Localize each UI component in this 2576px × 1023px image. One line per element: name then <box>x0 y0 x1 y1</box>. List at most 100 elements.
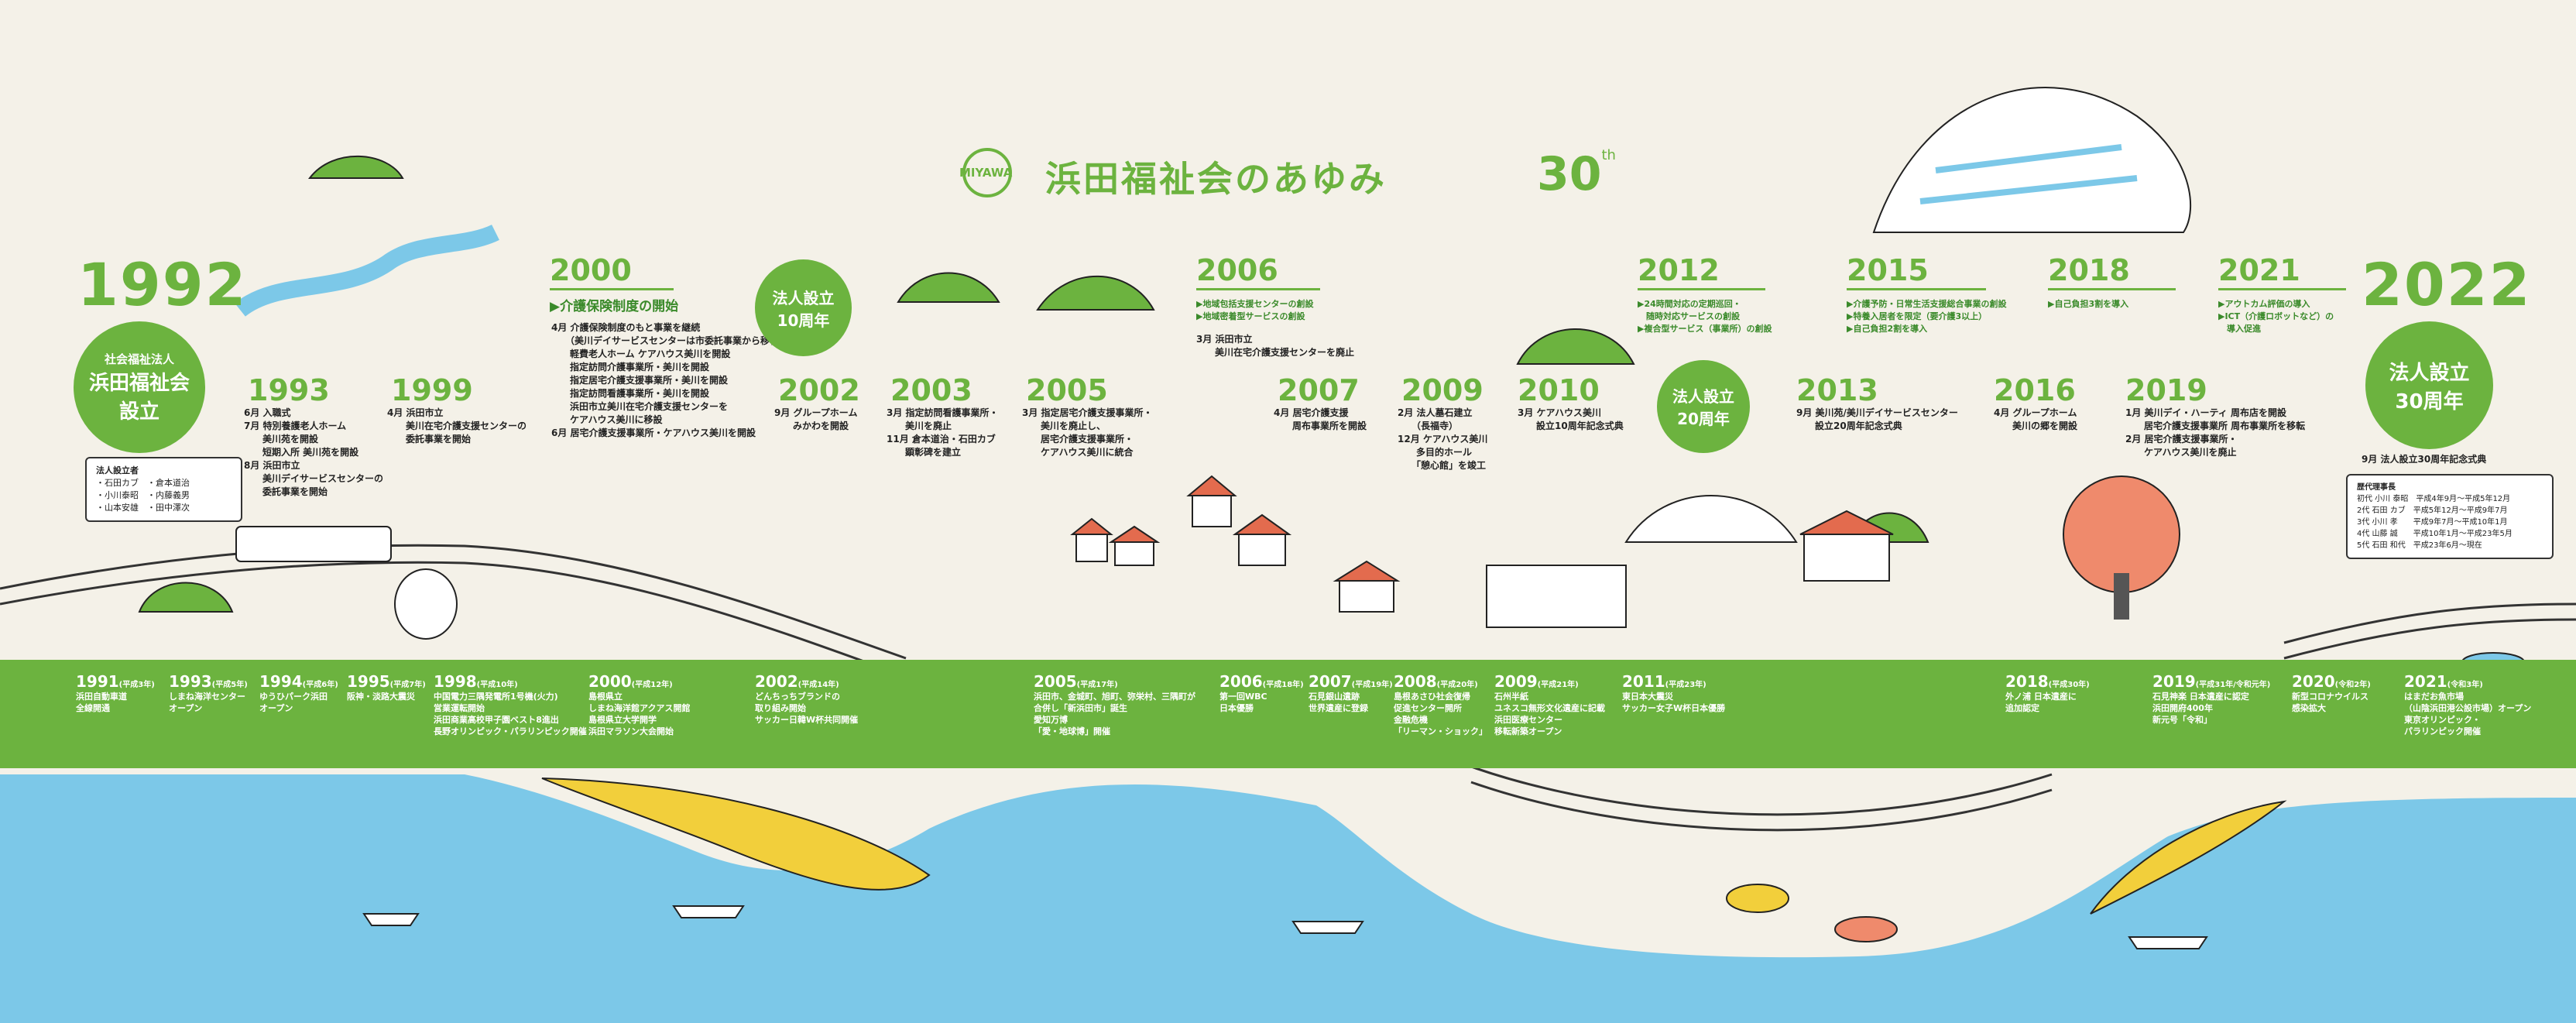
year-2003: 2003 <box>890 373 972 407</box>
policy-2021: ▶アウトカム評価の導入 ▶ICT（介護ロボットなど）の 導入促進 <box>2218 299 2334 334</box>
band-year: 2008 <box>1394 672 1437 691</box>
band-item: 1991(平成3年) 浜田自動車道 全線開通 <box>76 672 155 714</box>
events-2022: 9月 法人設立30周年記念式典 <box>2362 454 2487 465</box>
band-year: 2009 <box>1494 672 1538 691</box>
anniversary-10-line2: 10周年 <box>777 311 830 330</box>
band-year: 1991 <box>76 672 119 691</box>
anniversary-30-circle: 法人設立 30周年 <box>2365 321 2493 449</box>
year-2022: 2022 <box>2362 250 2532 319</box>
band-item: 2002(平成14年) どんちっちブランドの 取り組み開始 サッカー日韓W杯共同… <box>755 672 858 726</box>
band-item: 2020(令和2年) 新型コロナウイルス 感染拡大 <box>2292 672 2371 714</box>
events-2019: 1月 美川デイ・ハーティ 周布店を開設 居宅介護支援事業所 周布事業所を移転 2… <box>2125 407 2306 458</box>
events-2000: 4月 介護保険制度のもと事業を継続 （美川デイサービスセンターは市委託事業から移… <box>551 322 789 438</box>
policy-2000: ▶介護保険制度の開始 <box>550 299 679 314</box>
chairs-row: 4代 山藤 誠 平成10年1月〜平成23年5月 <box>2357 530 2513 538</box>
band-text: 新型コロナウイルス 感染拡大 <box>2292 692 2368 713</box>
founding-org-type: 社会福祉法人 <box>104 352 174 366</box>
founding-label: 設立 <box>118 400 159 424</box>
band-item: 2000(平成12年) 島根県立 しまね海洋館アクアス開館 島根県立大学開学 浜… <box>588 672 690 737</box>
year-2018: 2018 <box>2048 256 2176 290</box>
chairs-row: 2代 石田 カブ 平成5年12月〜平成9年7月 <box>2357 506 2508 515</box>
anniversary-10-line1: 法人設立 <box>772 288 835 307</box>
band-era: (平成6年) <box>302 681 338 689</box>
year-2000: 2000 <box>550 256 674 290</box>
band-item: 1993(平成5年) しまね海洋センター オープン <box>169 672 248 714</box>
year-2010: 2010 <box>1518 373 1600 407</box>
band-item: 1998(平成10年) 中国電力三隅発電所1号機(火力) 営業運転開始 浜田商業… <box>434 672 587 737</box>
band-era: (平成23年) <box>1665 681 1706 689</box>
band-item: 2018(平成30年) 外ノ浦 日本遺産に 追加認定 <box>2005 672 2090 714</box>
year-1993: 1993 <box>248 373 330 407</box>
events-2010: 3月 ケアハウス美川 設立10周年記念式典 <box>1518 407 1624 431</box>
band-era: (平成5年) <box>211 681 248 689</box>
band-year: 2002 <box>755 672 798 691</box>
band-era: (平成3年) <box>118 681 155 689</box>
anniversary-30-line2: 30周年 <box>2395 390 2464 414</box>
band-item: 2008(平成20年) 島根あさひ社会復帰 促進センター開所 金融危機 「リーマ… <box>1394 672 1487 737</box>
events-2013: 9月 美川苑/美川デイサービスセンター 設立20周年記念式典 <box>1796 407 1958 431</box>
anniversary-number: 30 <box>1537 147 1602 201</box>
anniversary-suffix: th <box>1601 147 1616 163</box>
policy-2018: ▶自己負担3割を導入 <box>2048 299 2129 309</box>
founding-circle: 社会福祉法人 浜田福祉会 設立 <box>74 321 205 453</box>
chairs-title: 歴代理事長 <box>2357 483 2396 492</box>
band-item: 2005(平成17年) 浜田市、金城町、旭町、弥栄村、三隅町が 合併し「新浜田市… <box>1034 672 1195 737</box>
anniversary-30-line1: 法人設立 <box>2389 361 2470 385</box>
band-era: (令和2年) <box>2334 681 2371 689</box>
year-2002: 2002 <box>778 373 860 407</box>
year-2007: 2007 <box>1278 373 1360 407</box>
year-2012: 2012 <box>1638 256 1765 290</box>
band-text: 外ノ浦 日本遺産に 追加認定 <box>2005 692 2077 713</box>
founding-org-name: 浜田福祉会 <box>88 371 190 395</box>
anniversary-10-circle: 法人設立 10周年 <box>755 259 852 356</box>
band-text: 石見銀山遺跡 世界遺産に登録 <box>1309 692 1368 713</box>
year-1999: 1999 <box>391 373 473 407</box>
logo: MIYAWA <box>948 146 1026 200</box>
band-era: (平成14年) <box>797 681 839 689</box>
band-era: (平成12年) <box>631 681 673 689</box>
band-text: はまだお魚市場 （山陰浜田港公設市場）オープン 東京オリンピック・ パラリンピッ… <box>2404 692 2532 736</box>
band-year: 2005 <box>1034 672 1077 691</box>
band-item: 2006(平成18年) 第一回WBC 日本優勝 <box>1219 672 1304 714</box>
events-2007: 4月 居宅介護支援 周布事業所を開設 <box>1274 407 1367 431</box>
band-text: 浜田自動車道 全線開通 <box>76 692 127 713</box>
logo-text: MIYAWA <box>959 166 1013 180</box>
band-year: 2019 <box>2152 672 2196 691</box>
band-era: (平成19年) <box>1351 681 1393 689</box>
band-text: 浜田市、金城町、旭町、弥栄村、三隅町が 合併し「新浜田市」誕生 愛知万博 「愛・… <box>1034 692 1195 736</box>
year-2019: 2019 <box>2125 373 2207 407</box>
year-1992: 1992 <box>77 250 248 319</box>
band-year: 1998 <box>434 672 477 691</box>
anniversary-20-line1: 法人設立 <box>1672 387 1734 406</box>
band-year: 2021 <box>2404 672 2447 691</box>
band-text: ゆうひパーク浜田 オープン <box>259 692 328 713</box>
band-text: 石見神楽 日本遺産に認定 浜田開府400年 新元号「令和」 <box>2152 692 2249 725</box>
policy-2012: ▶24時間対応の定期巡回・ 随時対応サービスの創設 ▶複合型サービス（事業所）の… <box>1638 299 1772 334</box>
band-text: どんちっちブランドの 取り組み開始 サッカー日韓W杯共同開催 <box>755 692 859 725</box>
band-item: 2021(令和3年) はまだお魚市場 （山陰浜田港公設市場）オープン 東京オリン… <box>2404 672 2531 737</box>
policy-2006: ▶地域包括支援センターの創設 ▶地域密着型サービスの創設 <box>1196 299 1314 321</box>
anniversary-mark: 30th <box>1537 147 1616 201</box>
band-year: 2007 <box>1309 672 1352 691</box>
policy-2015: ▶介護予防・日常生活支援総合事業の創設 ▶特養入居者を限定（要介護3以上） ▶自… <box>1847 299 2007 334</box>
logo-icon <box>962 148 1012 197</box>
band-item: 2007(平成19年) 石見銀山遺跡 世界遺産に登録 <box>1309 672 1393 714</box>
year-2005: 2005 <box>1026 373 1108 407</box>
band-year: 2006 <box>1219 672 1263 691</box>
band-text: 阪神・淡路大震災 <box>347 692 415 702</box>
band-item: 2009(平成21年) 石州半紙 ユネスコ無形文化遺産に記載 浜田医療センター … <box>1494 672 1605 737</box>
band-text: 東日本大震災 サッカー女子W杯日本優勝 <box>1622 692 1726 713</box>
events-2002: 9月 グループホーム みかわを開設 <box>774 407 858 431</box>
founders-row: ・小川泰昭 ・内藤義男 <box>96 490 190 500</box>
band-era: (平成21年) <box>1537 681 1579 689</box>
band-era: (平成20年) <box>1436 681 1478 689</box>
band-item: 2019(平成31年/令和元年) 石見神楽 日本遺産に認定 浜田開府400年 新… <box>2152 672 2270 726</box>
band-year: 1993 <box>169 672 212 691</box>
anniversary-20-line2: 20周年 <box>1677 410 1730 428</box>
events-2005: 3月 指定居宅介護支援事業所・ 美川を廃止し、 居宅介護支援事業所・ ケアハウス… <box>1022 407 1153 458</box>
band-year: 2020 <box>2292 672 2335 691</box>
chairs-row: 5代 石田 和代 平成23年6月〜現在 <box>2357 541 2482 550</box>
band-era: (令和3年) <box>2447 681 2483 689</box>
band-year: 1995 <box>347 672 390 691</box>
